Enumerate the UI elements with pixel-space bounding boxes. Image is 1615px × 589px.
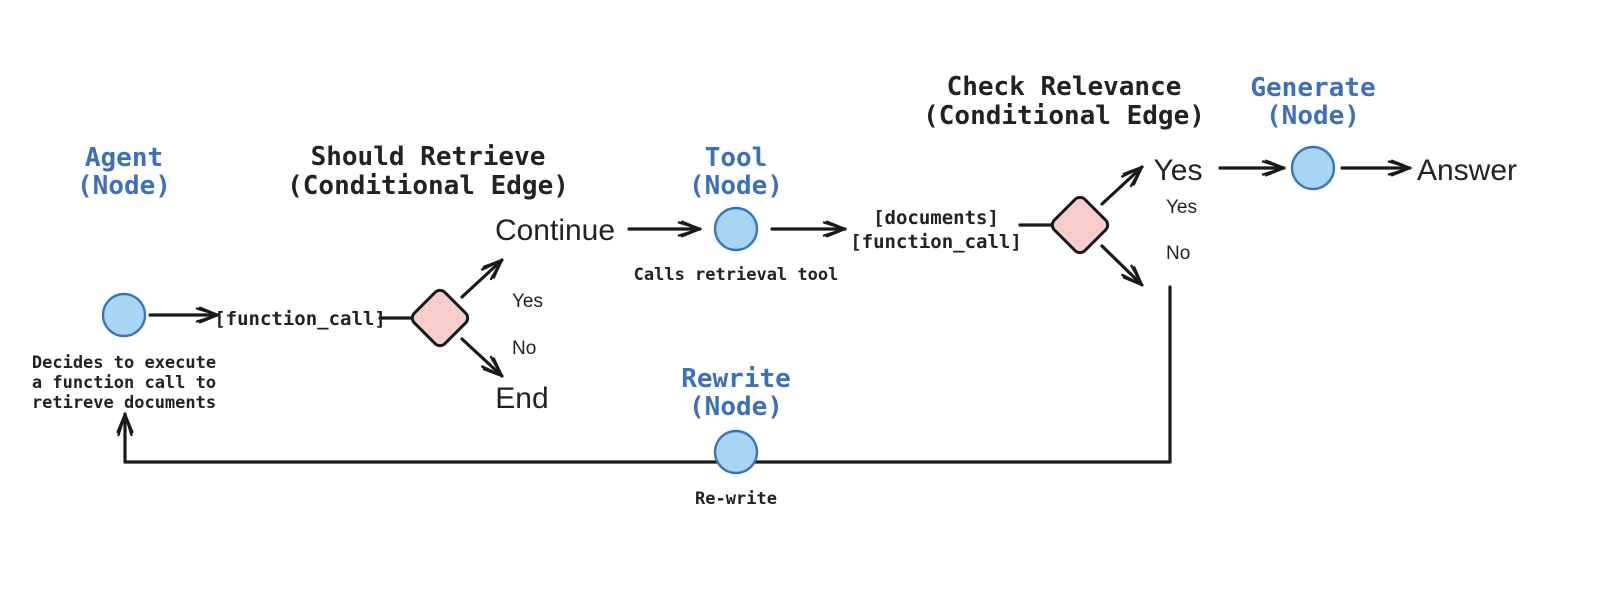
node-title-line1-rewrite: Rewrite — [681, 364, 791, 394]
caption-tool-caption: Calls retrieval tool — [634, 265, 839, 285]
decision-title-line2-should-retrieve: (Conditional Edge) — [287, 171, 569, 201]
shape-layer — [101, 145, 1336, 475]
arrow-head-check-relevance-yes-arm — [1122, 165, 1144, 186]
caption-line-agent-caption-0: Decides to execute — [32, 353, 216, 373]
connector-should-retrieve-yes-arm — [460, 258, 504, 299]
connector-no-to-rewrite-loop — [123, 285, 1172, 464]
connector-check-relevance-yes-arm — [1100, 165, 1144, 206]
connector-yes-to-generate — [1218, 159, 1286, 177]
decision-title-line1-should-retrieve: Should Retrieve — [311, 142, 546, 172]
edge-label-check-relevance-yes: Yes — [1166, 197, 1197, 218]
arrow-head-tool-to-payload — [825, 220, 847, 238]
decision-title-line1-check-relevance: Check Relevance — [947, 72, 1182, 102]
decision-should-retrieve[interactable] — [409, 287, 470, 348]
edge-path-no-to-rewrite-loop — [123, 285, 1172, 464]
caption-line-agent-caption-1: a function call to — [32, 373, 216, 393]
edge-path-should-retrieve-no-arm — [460, 337, 504, 378]
connector-continue-to-tool — [627, 220, 702, 238]
connector-should-retrieve-no-arm — [460, 337, 504, 378]
arrow-head-yes-to-generate — [1264, 159, 1286, 177]
caption-line-rewrite-caption-0: Re-write — [695, 489, 777, 509]
arrow-head-rewrite-loop-to-agent — [116, 412, 134, 434]
edge-label-should-retrieve-no: No — [512, 338, 536, 359]
terminal-label-continue-label: Continue — [495, 214, 615, 247]
terminal-label-answer-label: Answer — [1417, 154, 1517, 187]
arrow-head-agent-to-payload — [198, 306, 220, 324]
node-rewrite[interactable] — [713, 429, 759, 475]
connector-check-relevance-no-arm — [1100, 244, 1144, 287]
arrow-head-check-relevance-no-arm — [1122, 266, 1144, 287]
connector-rewrite-loop-to-agent — [116, 412, 134, 464]
node-agent[interactable] — [101, 292, 147, 338]
arrow-head-continue-to-tool — [680, 220, 702, 238]
edge-label-tool-to-relevance-payload-1: [documents] — [873, 207, 999, 229]
node-tool[interactable] — [713, 206, 759, 252]
edge-path-check-relevance-yes-arm — [1100, 165, 1144, 206]
node-title-line2-agent: (Node) — [77, 171, 171, 201]
node-circle-tool[interactable] — [713, 206, 759, 252]
connector-generate-to-answer — [1340, 159, 1412, 177]
node-title-agent: Agent(Node) — [77, 143, 171, 201]
terminal-label-yes-label: Yes — [1154, 154, 1203, 187]
caption-line-agent-caption-2: retireve documents — [32, 393, 216, 413]
edge-label-should-retrieve-yes: Yes — [512, 291, 543, 312]
decision-title-check-relevance: Check Relevance(Conditional Edge) — [923, 72, 1205, 131]
node-circle-generate[interactable] — [1290, 145, 1336, 191]
connector-layer — [116, 159, 1412, 464]
node-title-line2-tool: (Node) — [689, 171, 783, 201]
node-title-line2-generate: (Node) — [1266, 101, 1360, 131]
node-circle-rewrite[interactable] — [713, 429, 759, 475]
node-title-line1-generate: Generate — [1250, 73, 1375, 103]
node-title-generate: Generate(Node) — [1250, 73, 1375, 131]
node-title-line2-rewrite: (Node) — [689, 392, 783, 422]
terminal-label-end-label: End — [495, 382, 548, 415]
node-title-rewrite: Rewrite(Node) — [681, 364, 791, 422]
edge-label-tool-to-relevance-payload-2: [function_call] — [850, 231, 1022, 253]
node-title-tool: Tool(Node) — [689, 143, 783, 201]
decision-check-relevance[interactable] — [1049, 194, 1110, 255]
node-title-line1-tool: Tool — [705, 143, 768, 173]
connector-agent-to-payload — [148, 306, 220, 324]
decision-diamond-check-relevance[interactable] — [1049, 194, 1110, 255]
decision-diamond-should-retrieve[interactable] — [409, 287, 470, 348]
arrow-head-should-retrieve-yes-arm — [482, 258, 504, 279]
edge-path-should-retrieve-yes-arm — [460, 258, 504, 299]
edge-label-check-relevance-no: No — [1166, 243, 1190, 264]
connector-tool-to-payload — [770, 220, 847, 238]
node-circle-agent[interactable] — [101, 292, 147, 338]
decision-title-should-retrieve: Should Retrieve(Conditional Edge) — [287, 142, 569, 201]
arrow-head-generate-to-answer — [1390, 159, 1412, 177]
label-layer: Agent(Node)Tool(Node)Generate(Node)Rewri… — [32, 72, 1517, 509]
edge-label-agent-to-decision-payload: [function_call] — [214, 308, 386, 330]
caption-line-tool-caption-0: Calls retrieval tool — [634, 265, 839, 285]
node-generate[interactable] — [1290, 145, 1336, 191]
decision-title-line2-check-relevance: (Conditional Edge) — [923, 101, 1205, 131]
caption-rewrite-caption: Re-write — [695, 489, 777, 509]
edge-path-check-relevance-no-arm — [1100, 244, 1144, 287]
arrow-head-should-retrieve-no-arm — [482, 357, 504, 378]
node-title-line1-agent: Agent — [85, 143, 163, 173]
